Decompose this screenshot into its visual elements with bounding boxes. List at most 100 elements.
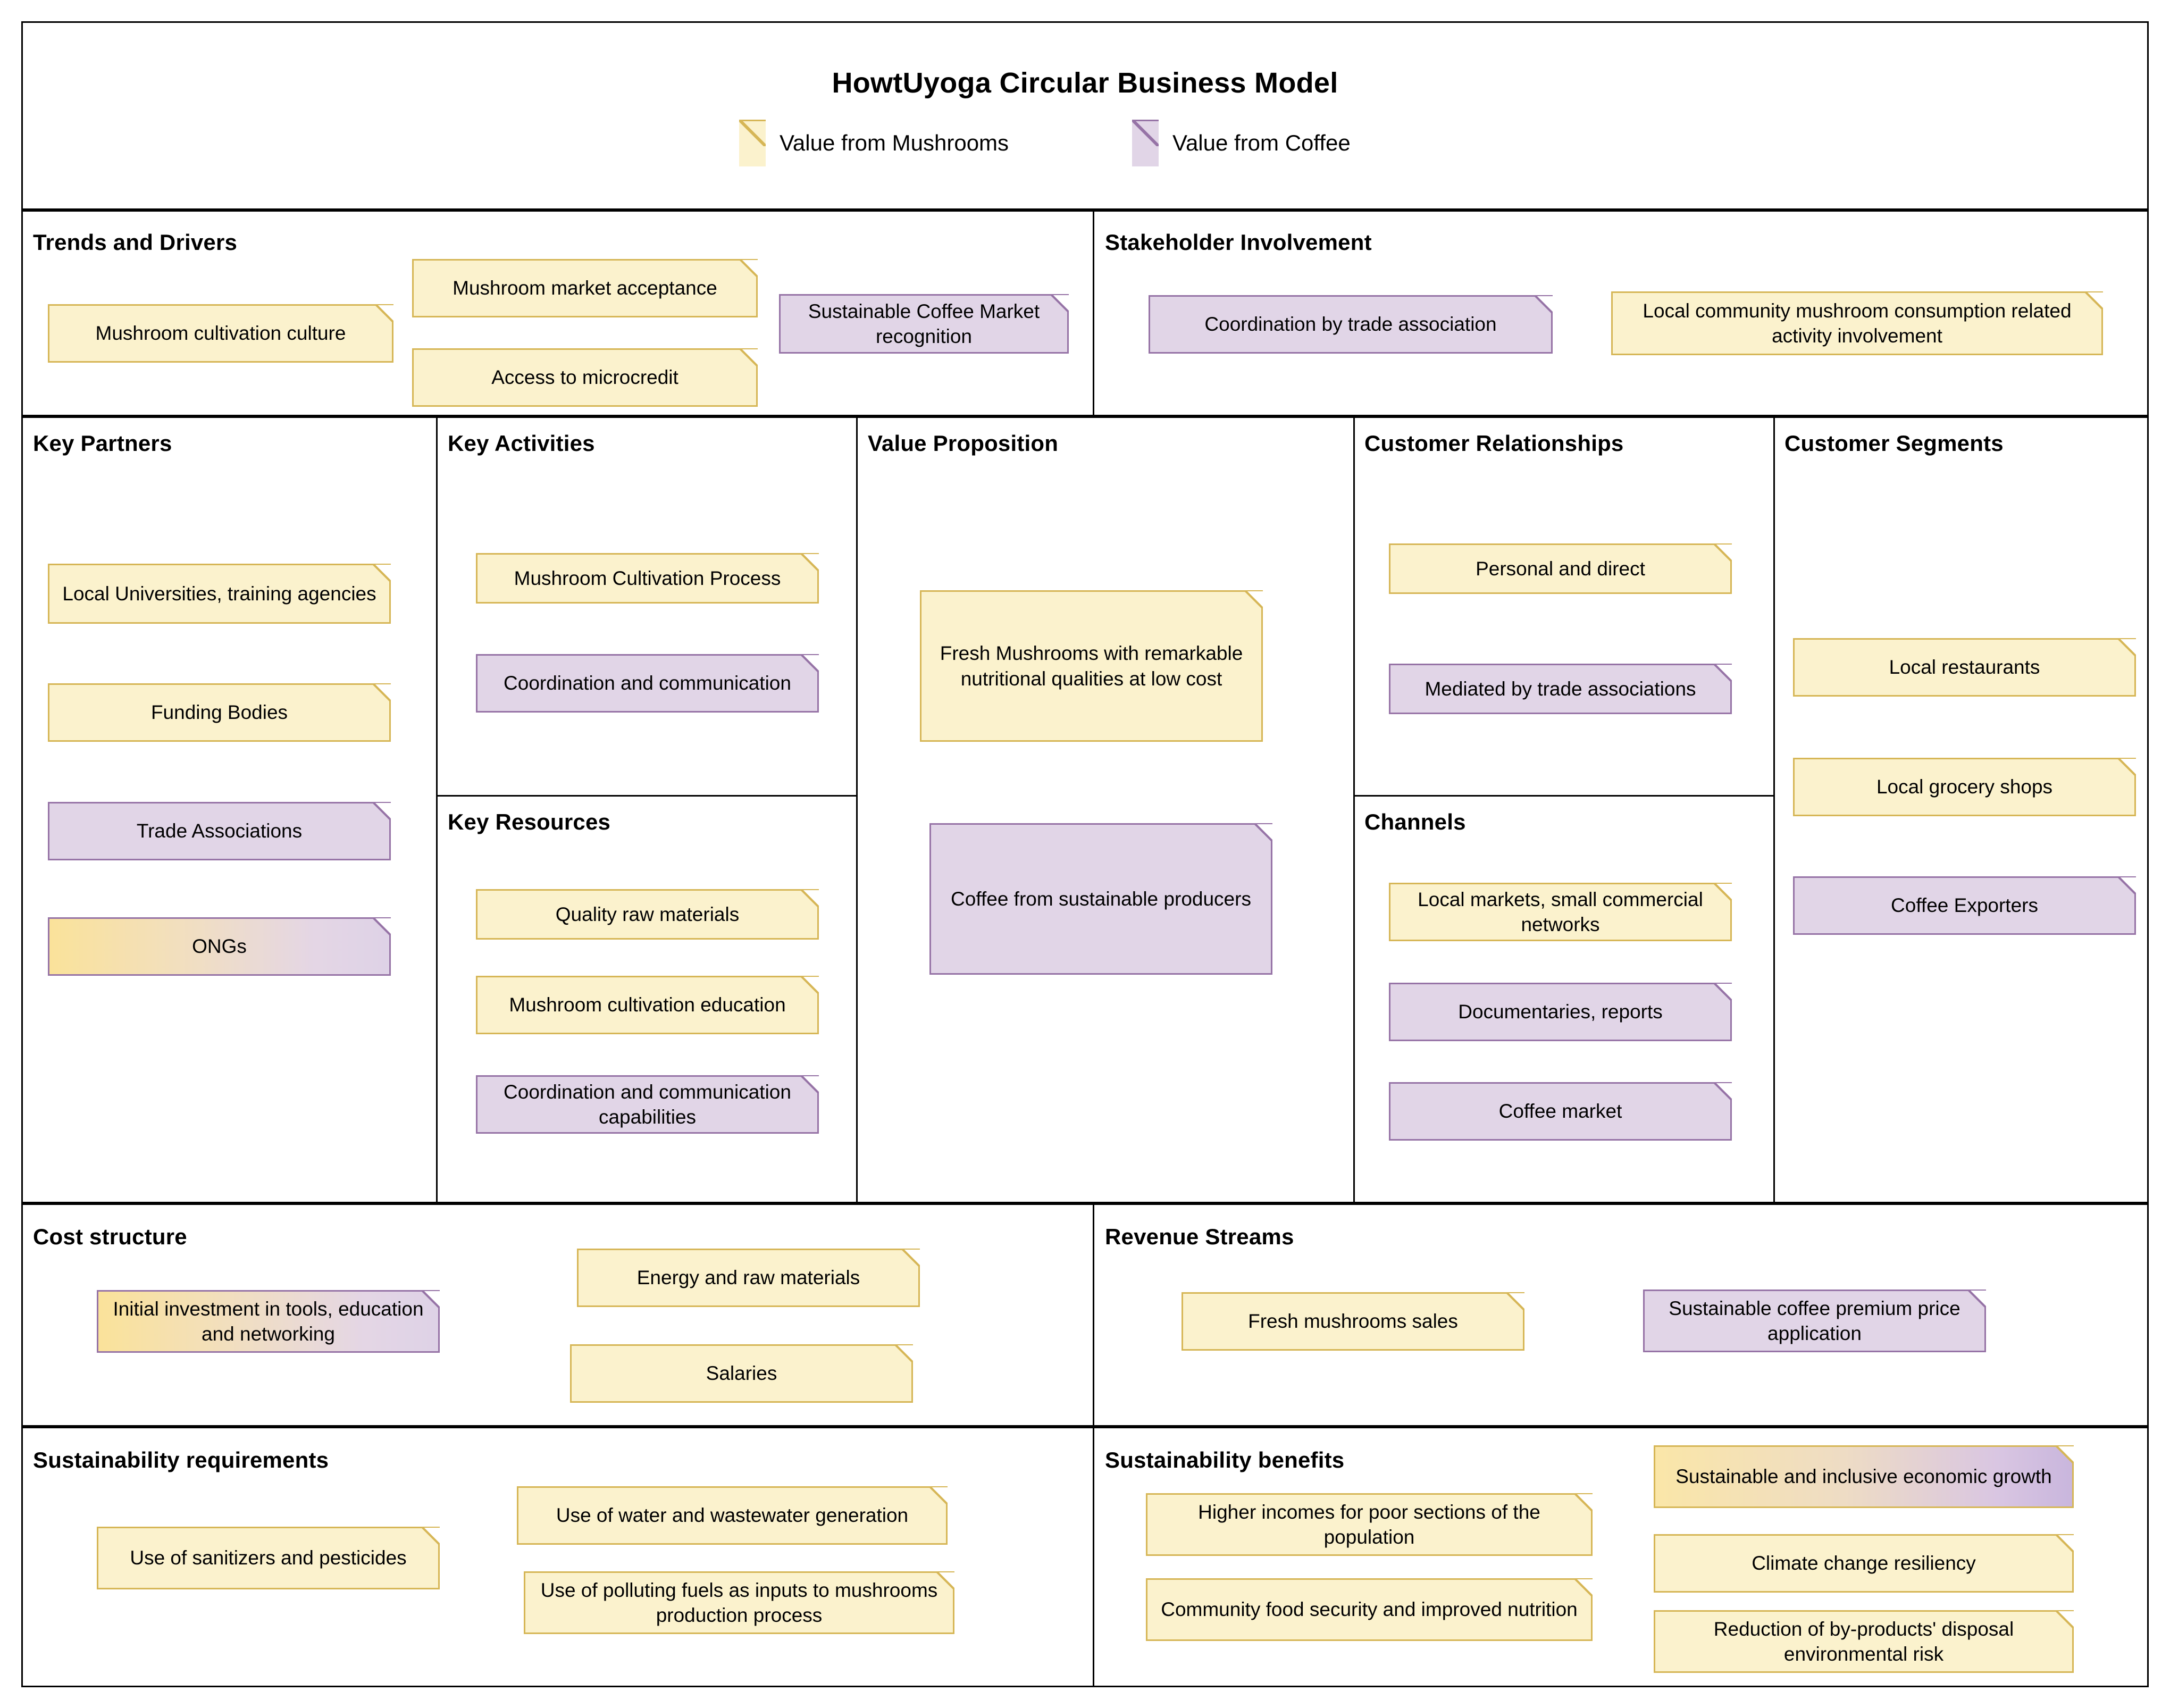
- note-coffee-market[interactable]: Coffee market: [1389, 1082, 1732, 1141]
- note-text: Mushroom cultivation education: [509, 994, 786, 1016]
- note-sustainable-inclusive-economic-growth[interactable]: Sustainable and inclusive economic growt…: [1654, 1445, 2074, 1508]
- note-text: Local restaurants: [1889, 656, 2040, 679]
- note-text: Climate change resiliency: [1752, 1552, 1976, 1575]
- note-fresh-mushrooms-sales[interactable]: Fresh mushrooms sales: [1182, 1292, 1524, 1351]
- section-title-customer-segments: Customer Segments: [1784, 431, 2004, 456]
- note-sustainable-coffee-market-recognition[interactable]: Sustainable Coffee Market recognition: [779, 294, 1069, 354]
- note-fold-icon: [1535, 295, 1553, 313]
- section-title-stakeholder-involvement: Stakeholder Involvement: [1105, 230, 1372, 255]
- page-title: HowtUyoga Circular Business Model: [832, 67, 1338, 99]
- note-mushroom-cultivation-education[interactable]: Mushroom cultivation education: [476, 976, 819, 1034]
- note-fold-icon: [375, 304, 393, 322]
- note-ongs[interactable]: ONGs: [48, 917, 391, 976]
- note-text: Mediated by trade associations: [1425, 677, 1696, 700]
- note-text: Mushroom Cultivation Process: [514, 567, 781, 589]
- note-coordination-and-communication-capabilities[interactable]: Coordination and communication capabilit…: [476, 1075, 819, 1134]
- note-salaries[interactable]: Salaries: [570, 1344, 913, 1403]
- note-use-of-sanitizers-and-pesticides[interactable]: Use of sanitizers and pesticides: [97, 1527, 440, 1589]
- note-local-markets-small-commercial-networks[interactable]: Local markets, small commercial networks: [1389, 883, 1732, 941]
- note-sustainable-coffee-premium-price[interactable]: Sustainable coffee premium price applica…: [1643, 1290, 1986, 1352]
- note-mushroom-cultivation-culture[interactable]: Mushroom cultivation culture: [48, 304, 393, 363]
- note-coordination-by-trade-association[interactable]: Coordination by trade association: [1149, 295, 1553, 354]
- note-text: Sustainable coffee premium price applica…: [1669, 1297, 1960, 1344]
- note-local-universities-training-agencies[interactable]: Local Universities, training agencies: [48, 564, 391, 624]
- section-title-sustainability-requirements: Sustainability requirements: [33, 1447, 329, 1472]
- note-fold-icon: [1574, 1578, 1593, 1596]
- note-mushroom-market-acceptance[interactable]: Mushroom market acceptance: [412, 259, 758, 317]
- section-title-sustainability-benefits: Sustainability benefits: [1105, 1447, 1345, 1472]
- note-higher-incomes-for-poor-sections[interactable]: Higher incomes for poor sections of the …: [1146, 1493, 1593, 1556]
- note-text: Coffee market: [1498, 1100, 1622, 1123]
- note-fold-icon: [740, 348, 758, 366]
- note-fresh-mushrooms-value-proposition[interactable]: Fresh Mushrooms with remarkable nutritio…: [920, 590, 1263, 742]
- header-band: [21, 21, 2149, 210]
- note-text: Reduction of by-products' disposal envir…: [1713, 1618, 2014, 1665]
- sustainability-divider: [1093, 1427, 1094, 1687]
- column-divider-4: [1773, 416, 1775, 1203]
- note-text: Sustainable Coffee Market recognition: [808, 300, 1040, 347]
- note-text: Fresh Mushrooms with remarkable nutritio…: [940, 642, 1243, 690]
- note-text: Community food security and improved nut…: [1161, 1598, 1578, 1621]
- note-initial-investment-in-tools[interactable]: Initial investment in tools, education a…: [97, 1290, 440, 1353]
- note-text: Fresh mushrooms sales: [1248, 1310, 1458, 1333]
- note-mushroom-cultivation-process[interactable]: Mushroom Cultivation Process: [476, 553, 819, 604]
- note-text: Documentaries, reports: [1458, 1001, 1663, 1023]
- note-text: Access to microcredit: [491, 366, 678, 389]
- section-title-customer-relationships: Customer Relationships: [1364, 431, 1624, 456]
- column-divider-1: [436, 416, 438, 1203]
- note-text: Use of sanitizers and pesticides: [130, 1547, 407, 1569]
- note-community-food-security[interactable]: Community food security and improved nut…: [1146, 1578, 1593, 1641]
- note-fold-icon: [2118, 876, 2136, 894]
- note-access-to-microcredit[interactable]: Access to microcredit: [412, 348, 758, 407]
- note-coffee-from-sustainable-producers[interactable]: Coffee from sustainable producers: [929, 823, 1272, 975]
- note-text: Use of polluting fuels as inputs to mush…: [540, 1579, 938, 1626]
- note-fold-icon: [373, 683, 391, 701]
- note-local-community-mushroom-consumption[interactable]: Local community mushroom consumption rel…: [1611, 291, 2103, 355]
- note-text: Coordination by trade association: [1204, 313, 1497, 336]
- note-text: Coffee from sustainable producers: [951, 888, 1251, 910]
- note-coffee-exporters[interactable]: Coffee Exporters: [1793, 876, 2136, 935]
- note-fold-icon: [1130, 118, 1160, 148]
- note-reduction-of-by-products-disposal[interactable]: Reduction of by-products' disposal envir…: [1654, 1610, 2074, 1673]
- note-mediated-by-trade-associations[interactable]: Mediated by trade associations: [1389, 664, 1732, 714]
- note-fold-icon: [422, 1527, 440, 1545]
- section-title-cost-structure: Cost structure: [33, 1224, 187, 1249]
- note-local-grocery-shops[interactable]: Local grocery shops: [1793, 758, 2136, 816]
- note-documentaries-reports[interactable]: Documentaries, reports: [1389, 983, 1732, 1041]
- note-text: ONGs: [192, 935, 247, 958]
- note-fold-icon: [929, 1486, 948, 1504]
- note-text: Salaries: [706, 1362, 777, 1385]
- column-divider-3: [1353, 416, 1355, 1203]
- note-text: Funding Bodies: [150, 701, 288, 724]
- note-text: Energy and raw materials: [636, 1267, 860, 1289]
- note-personal-and-direct[interactable]: Personal and direct: [1389, 543, 1732, 594]
- channels-divider: [1353, 795, 1775, 797]
- note-fold-icon: [801, 553, 819, 571]
- note-fold-icon: [895, 1344, 913, 1362]
- note-use-of-polluting-fuels[interactable]: Use of polluting fuels as inputs to mush…: [524, 1571, 954, 1634]
- note-trade-associations[interactable]: Trade Associations: [48, 802, 391, 860]
- note-fold-icon: [2118, 638, 2136, 656]
- note-fold-icon: [1254, 823, 1272, 841]
- note-coordination-and-communication[interactable]: Coordination and communication: [476, 654, 819, 713]
- note-climate-change-resiliency[interactable]: Climate change resiliency: [1654, 1534, 2074, 1593]
- note-text: Trade Associations: [136, 820, 303, 842]
- note-fold-icon: [740, 259, 758, 277]
- note-use-of-water-and-wastewater-generation[interactable]: Use of water and wastewater generation: [517, 1486, 948, 1545]
- cost-revenue-divider: [1093, 1203, 1094, 1427]
- note-text: Higher incomes for poor sections of the …: [1198, 1501, 1540, 1548]
- note-text: Local grocery shops: [1876, 776, 2053, 798]
- note-quality-raw-materials[interactable]: Quality raw materials: [476, 889, 819, 940]
- note-energy-and-raw-materials[interactable]: Energy and raw materials: [577, 1249, 920, 1307]
- note-text: Local Universities, training agencies: [62, 582, 376, 605]
- note-fold-icon: [738, 118, 767, 148]
- section-title-value-proposition: Value Proposition: [868, 431, 1059, 456]
- note-local-restaurants[interactable]: Local restaurants: [1793, 638, 2136, 697]
- column-divider-2: [856, 416, 858, 1203]
- legend: Value from Mushrooms Value from Coffee: [738, 118, 1351, 166]
- note-text: Coordination and communication: [504, 672, 791, 694]
- note-funding-bodies[interactable]: Funding Bodies: [48, 683, 391, 742]
- legend-label-mushroom: Value from Mushrooms: [780, 130, 1009, 155]
- note-fold-icon: [1714, 983, 1732, 1001]
